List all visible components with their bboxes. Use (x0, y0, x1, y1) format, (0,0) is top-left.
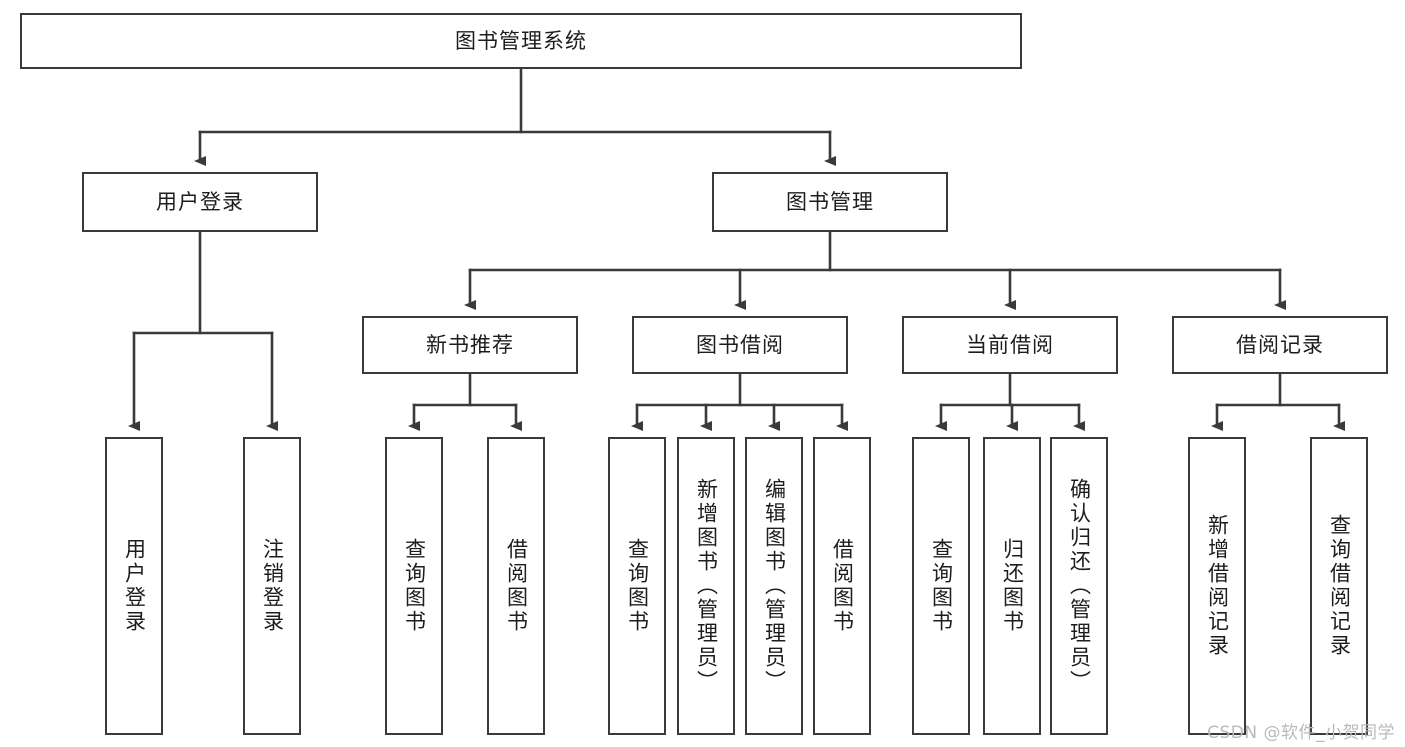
leaf-node[interactable]: 确认归还（管理员） (1050, 437, 1108, 735)
leaf-node-label: 用户登录 (122, 538, 147, 634)
node-book-borrow[interactable]: 图书借阅 (632, 316, 848, 374)
watermark-text: CSDN @软件_小贺同学 (1207, 723, 1395, 743)
leaf-node[interactable]: 查询图书 (608, 437, 666, 735)
leaf-node[interactable]: 查询图书 (385, 437, 443, 735)
leaf-node[interactable]: 查询借阅记录 (1310, 437, 1368, 735)
leaf-node-label: 查询图书 (929, 538, 954, 634)
leaf-node[interactable]: 查询图书 (912, 437, 970, 735)
node-root-label: 图书管理系统 (455, 28, 587, 53)
leaf-node[interactable]: 归还图书 (983, 437, 1041, 735)
leaf-node-label: 注销登录 (260, 538, 285, 634)
leaf-node-label: 查询借阅记录 (1327, 514, 1352, 658)
node-new-book-recommend[interactable]: 新书推荐 (362, 316, 578, 374)
node-book-borrow-label: 图书借阅 (696, 332, 784, 357)
leaf-node[interactable]: 新增借阅记录 (1188, 437, 1246, 735)
leaf-node-label: 借阅图书 (504, 538, 529, 634)
node-current-borrow-label: 当前借阅 (966, 332, 1054, 357)
leaf-node[interactable]: 借阅图书 (487, 437, 545, 735)
leaf-node-label: 查询图书 (402, 538, 427, 634)
leaf-node[interactable]: 借阅图书 (813, 437, 871, 735)
node-borrow-record[interactable]: 借阅记录 (1172, 316, 1388, 374)
leaf-node[interactable]: 注销登录 (243, 437, 301, 735)
node-current-borrow[interactable]: 当前借阅 (902, 316, 1118, 374)
leaf-node[interactable]: 用户登录 (105, 437, 163, 735)
node-book-management-label: 图书管理 (786, 189, 874, 214)
node-user-login[interactable]: 用户登录 (82, 172, 318, 232)
leaf-node-label: 编辑图书（管理员） (762, 478, 787, 694)
leaf-node-label: 新增图书（管理员） (694, 478, 719, 694)
leaf-node-label: 借阅图书 (830, 538, 855, 634)
node-root-system[interactable]: 图书管理系统 (20, 13, 1022, 69)
leaf-node-label: 归还图书 (1000, 538, 1025, 634)
node-book-management[interactable]: 图书管理 (712, 172, 948, 232)
leaf-node-label: 确认归还（管理员） (1067, 478, 1092, 694)
leaf-node[interactable]: 新增图书（管理员） (677, 437, 735, 735)
leaf-node-label: 查询图书 (625, 538, 650, 634)
node-user-login-label: 用户登录 (156, 189, 244, 214)
leaf-node[interactable]: 编辑图书（管理员） (745, 437, 803, 735)
leaf-node-label: 新增借阅记录 (1205, 514, 1230, 658)
node-borrow-record-label: 借阅记录 (1236, 332, 1324, 357)
node-new-book-recommend-label: 新书推荐 (426, 332, 514, 357)
